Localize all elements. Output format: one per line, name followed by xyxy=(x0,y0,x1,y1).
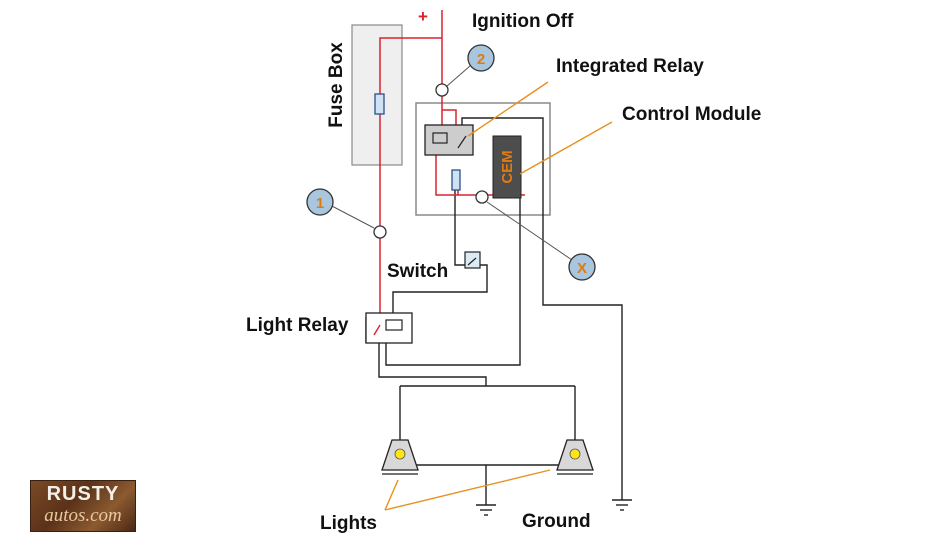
control-module-housing xyxy=(415,102,551,216)
control-module-label: Control Module xyxy=(622,104,761,125)
callout-leaders xyxy=(329,65,573,261)
light-relay-coil xyxy=(385,319,403,331)
callout-1: 1 xyxy=(306,188,334,216)
ground-label: Ground xyxy=(522,511,591,532)
ground-symbol-center xyxy=(476,504,496,516)
module-fuse xyxy=(451,169,461,191)
callout-x: X xyxy=(568,253,596,281)
ground-symbol-right xyxy=(612,499,632,511)
test-point-2 xyxy=(435,83,449,97)
light-relay-contact xyxy=(373,324,381,336)
plus-sign: + xyxy=(418,7,428,26)
fuse-box-label: Fuse Box xyxy=(326,42,347,128)
cem-label: CEM xyxy=(499,150,516,183)
integrated-relay-coil xyxy=(432,132,448,144)
logo-line-2: autos.com xyxy=(44,505,122,526)
svg-text:1: 1 xyxy=(316,195,324,212)
label-leaders xyxy=(384,81,613,511)
callout-2: 2 xyxy=(467,44,495,72)
fuse-box-fuse xyxy=(374,93,385,115)
ignition-label: Ignition Off xyxy=(472,11,574,32)
logo-line-1: RUSTY xyxy=(46,483,120,505)
test-point-x xyxy=(475,190,489,204)
switch-contact xyxy=(467,257,477,266)
right-light xyxy=(556,439,594,475)
svg-text:2: 2 xyxy=(477,51,485,68)
integrated-relay xyxy=(424,124,474,156)
lights-label: Lights xyxy=(320,513,377,534)
switch-label: Switch xyxy=(387,261,448,282)
integrated-relay-label: Integrated Relay xyxy=(556,56,704,77)
left-light xyxy=(381,439,419,475)
test-point-1 xyxy=(373,225,387,239)
rusty-autos-logo: RUSTY autos.com xyxy=(30,480,136,532)
switch xyxy=(464,251,481,269)
svg-text:X: X xyxy=(577,260,587,277)
cem-module xyxy=(492,135,522,199)
light-relay-label: Light Relay xyxy=(246,315,349,336)
integrated-relay-contact xyxy=(457,135,467,149)
